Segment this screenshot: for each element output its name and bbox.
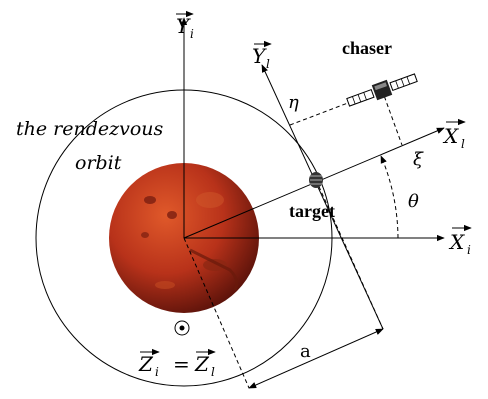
label-yl: Y l — [252, 40, 272, 71]
xi-projection — [381, 89, 403, 146]
svg-text:l: l — [211, 365, 215, 379]
svg-text:l: l — [461, 137, 465, 151]
label-target: target — [289, 201, 335, 221]
svg-text:i: i — [155, 365, 159, 379]
svg-text:X: X — [442, 124, 459, 148]
label-distance-a: a — [300, 341, 311, 362]
label-chaser: chaser — [342, 38, 392, 58]
svg-text:Y: Y — [176, 14, 191, 38]
svg-text:l: l — [266, 57, 270, 71]
svg-text:Z: Z — [138, 352, 154, 376]
yl-dashed-extension — [315, 179, 384, 330]
label-eta: η — [288, 92, 299, 113]
distance-a-dimension — [248, 328, 384, 389]
label-orbit-line1: the rendezvous — [16, 118, 164, 140]
distance-a-extension-1 — [183, 237, 250, 389]
target-satellite — [309, 172, 323, 188]
svg-text:i: i — [190, 27, 194, 41]
z-axis-out-of-page-icon — [174, 320, 190, 336]
svg-text:i: i — [467, 243, 471, 257]
label-xi: X i — [448, 224, 472, 257]
label-xi-greek: ξ — [413, 149, 424, 170]
svg-text:X: X — [448, 230, 465, 254]
label-theta: θ — [408, 191, 419, 212]
label-orbit-line2: orbit — [75, 152, 122, 174]
label-zi-equals-zl: Z i = Z l — [138, 348, 216, 379]
svg-text:=: = — [173, 352, 190, 376]
eta-projection — [289, 89, 383, 126]
label-yi: Y i — [176, 10, 194, 41]
svg-text:Z: Z — [194, 352, 210, 376]
label-xl: X l — [442, 118, 466, 151]
theta-arc — [380, 155, 399, 239]
chaser-satellite — [346, 73, 418, 107]
svg-text:Y: Y — [252, 44, 267, 68]
